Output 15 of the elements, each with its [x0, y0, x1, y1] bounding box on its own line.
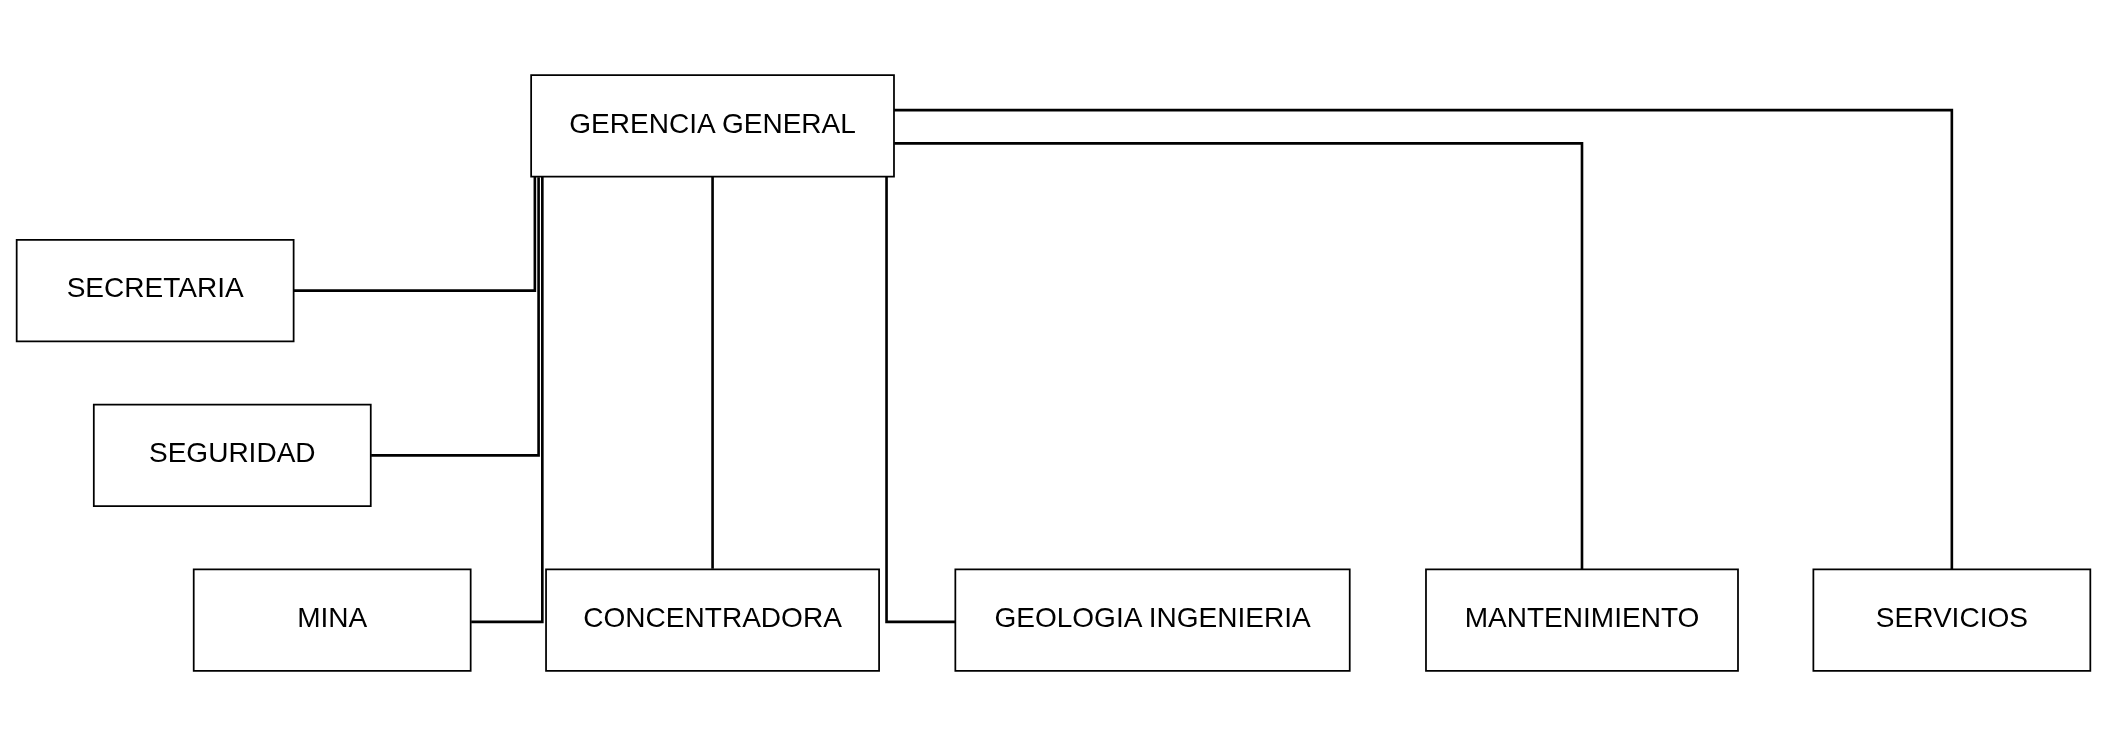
node-box: SEGURIDAD	[92, 403, 372, 508]
node-box: GERENCIA GENERAL	[530, 74, 895, 178]
node-box: SECRETARIA	[15, 238, 295, 343]
connector	[894, 142, 1584, 570]
node-box: SERVICIOS	[1812, 568, 2092, 672]
connector	[711, 176, 714, 569]
node-box: MANTENIMIENTO	[1425, 568, 1739, 672]
connector	[371, 177, 540, 457]
connector	[293, 177, 537, 292]
node-box: GEOLOGIA INGENIERIA	[954, 568, 1351, 672]
connector	[894, 108, 1954, 569]
connector	[471, 177, 544, 624]
node-box: CONCENTRADORA	[545, 568, 880, 672]
node-box: MINA	[192, 568, 472, 672]
connector	[885, 177, 956, 624]
